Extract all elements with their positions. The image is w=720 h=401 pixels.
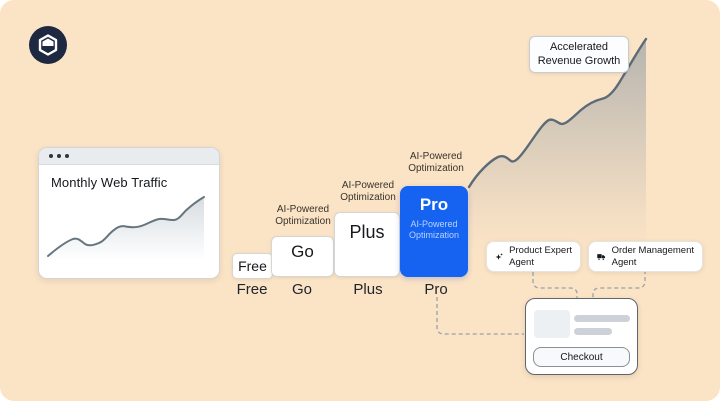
traffic-chart: [47, 196, 205, 260]
tier-box-label: Go: [291, 242, 314, 261]
tier-box-plus: Plus: [334, 212, 400, 277]
window-control-dot: [65, 154, 69, 158]
sparkle-icon: [495, 253, 503, 260]
annotation-go: AI-Powered Optimization: [261, 204, 345, 228]
traffic-line: [47, 196, 205, 257]
tier-pro-subtitle-line: AI-Powered: [410, 219, 458, 229]
agent-chip-label: Order Management Agent: [612, 245, 694, 268]
agent-chip-label-line: Agent: [611, 256, 637, 268]
logo: [29, 26, 67, 64]
checkout-card: Checkout: [525, 298, 638, 375]
annotation-line: AI-Powered: [276, 204, 330, 215]
tier-pro-subtitle-line: Optimization: [408, 230, 460, 240]
text-placeholder-bar: [574, 315, 630, 322]
tier-box-go: Go: [271, 236, 334, 277]
agent-chip-label-line: Product Expert: [509, 245, 572, 256]
annotation-line: Optimization: [408, 163, 464, 174]
window-titlebar: [39, 148, 219, 165]
product-expert-agent-chip[interactable]: Product Expert Agent: [486, 241, 581, 272]
connector-pro-to-checkout: [436, 297, 524, 335]
text-placeholder-bar: [574, 328, 612, 335]
tier-pro-subtitle: AI-Powered Optimization: [409, 219, 459, 241]
product-image-placeholder: [534, 310, 570, 338]
tier-box-free: Free: [232, 253, 273, 279]
annotation-plus: AI-Powered Optimization: [326, 180, 410, 204]
annotation-pro: AI-Powered Optimization: [394, 151, 478, 175]
axis-label-pro: Pro: [424, 281, 448, 298]
axis-label-go: Go: [291, 281, 312, 298]
agent-chip-label-line: Agent: [509, 256, 534, 268]
agent-chip-label-line: Order Management: [611, 245, 694, 256]
window-control-dot: [49, 154, 53, 158]
annotation-line: AI-Powered: [409, 151, 463, 162]
annotation-line: Optimization: [275, 216, 331, 227]
agent-chip-label: Product Expert Agent: [509, 245, 572, 268]
annotation-line: AI-Powered: [341, 180, 395, 191]
order-management-agent-chip[interactable]: Order Management Agent: [588, 241, 703, 272]
tier-box-label: Free: [238, 258, 267, 274]
revenue-growth-badge: Accelerated Revenue Growth: [529, 36, 629, 73]
traffic-window: Monthly Web Traffic: [38, 147, 220, 279]
connector-order-agent-to-checkout: [592, 270, 646, 298]
axis-label-plus: Plus: [353, 281, 383, 298]
traffic-area-fill: [48, 197, 204, 260]
badge-line: Accelerated: [549, 41, 609, 53]
tier-box-label: Pro: [419, 195, 449, 214]
connector-product-agent-to-checkout: [532, 272, 578, 298]
badge-line: Revenue Growth: [537, 54, 621, 67]
window-control-dot: [57, 154, 61, 158]
traffic-window-title: Monthly Web Traffic: [51, 175, 168, 190]
box-logo-icon: [38, 34, 58, 56]
checkout-button[interactable]: Checkout: [533, 347, 630, 367]
annotation-line: Optimization: [340, 192, 396, 203]
axis-label-free: Free: [236, 281, 268, 298]
tier-box-pro: Pro AI-Powered Optimization: [400, 186, 468, 277]
tier-box-label: Plus: [349, 222, 385, 242]
truck-icon: [597, 253, 606, 260]
